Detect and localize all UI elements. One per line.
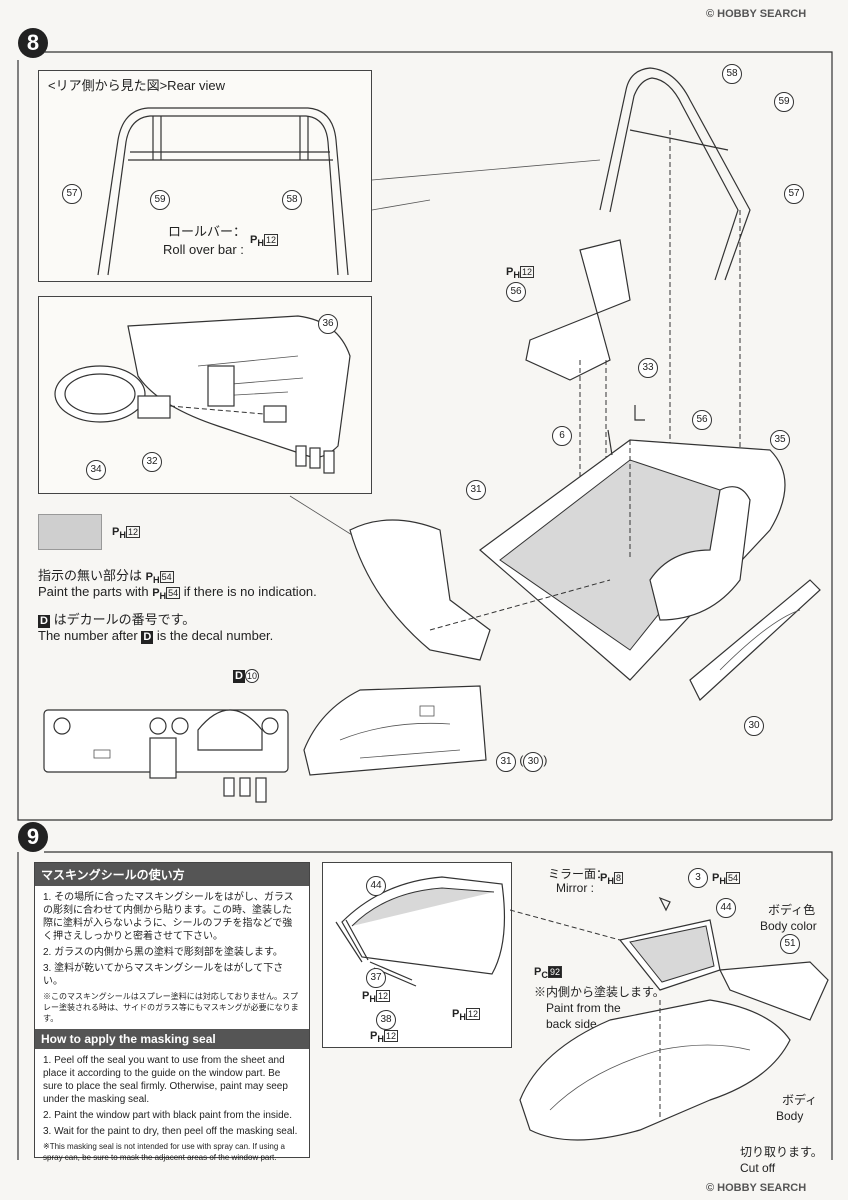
windshield-drawing <box>335 876 506 987</box>
callout-6: 6 <box>552 426 572 446</box>
callout-38: 38 <box>376 1010 396 1030</box>
body-color-en: Body color <box>760 919 817 933</box>
mirror-label-en: Mirror : <box>556 881 594 895</box>
cutoff-label-jp: 切り取ります。 <box>740 1145 823 1159</box>
roll-bar-label-en: Roll over bar : <box>163 242 244 257</box>
body-color-jp: ボディ色 <box>768 903 816 917</box>
callout-31: 31 <box>466 480 486 500</box>
dashboard-drawing <box>54 315 351 474</box>
inner-paint-en-1: Paint from the <box>546 1001 621 1015</box>
watermark-bottom: © HOBBY SEARCH <box>706 1182 807 1194</box>
step-9-number: 9 <box>18 822 48 852</box>
body-drawing <box>510 896 829 1141</box>
callout-58: 58 <box>282 190 302 210</box>
door-panel-drawing <box>303 685 487 776</box>
watermark-top: © HOBBY SEARCH <box>706 8 807 20</box>
masking-jp-note: ※このマスキングシールはスプレー塗料には対応しておりません。スプレー塗装される時… <box>43 992 299 1023</box>
cutoff-label-en: Cut off <box>740 1161 776 1175</box>
note-decal-en: The number after D is the decal number. <box>38 628 274 644</box>
step-8-number: 8 <box>18 28 48 58</box>
paint-swatch <box>38 514 102 550</box>
callout-51: 51 <box>780 934 800 954</box>
rear-view-title: <リア側から見た図>Rear view <box>48 78 225 93</box>
masking-en-step-1: 1. Peel off the seal you want to use fro… <box>43 1055 288 1105</box>
callout-44-window: 44 <box>716 898 736 918</box>
callout-59-main: 59 <box>774 92 794 112</box>
callout-58-main: 58 <box>722 64 742 84</box>
callout-34: 34 <box>86 460 106 480</box>
callout-3: 3 <box>688 868 708 888</box>
inner-paint-en-2: back side. <box>546 1017 601 1031</box>
masking-jp-step-1: 1. その場所に合ったマスキングシールをはがし、ガラスの彫刻に合わせて内側から貼… <box>43 892 294 942</box>
interior-assembly-drawing <box>349 67 821 701</box>
masking-en-step-3: 3. Wait for the paint to dry, then peel … <box>43 1126 298 1137</box>
note-decal-jp: D はデカールの番号です。 <box>38 612 196 628</box>
callout-56-seat: 56 <box>506 282 526 302</box>
callout-36: 36 <box>318 314 338 334</box>
callout-37: 37 <box>366 968 386 988</box>
roll-bar-label-jp: ロールバー： <box>168 224 247 239</box>
body-label-jp: ボディ <box>782 1093 818 1107</box>
rear-view-rollbar-drawing <box>97 107 349 276</box>
callout-44-windshield: 44 <box>366 876 386 896</box>
body-label-en: Body <box>776 1109 804 1123</box>
masking-instructions-panel: マスキングシールの使い方 1. その場所に合ったマスキングシールをはがし、ガラス… <box>34 862 310 1162</box>
callout-59: 59 <box>150 190 170 210</box>
callout-31-30: 31 (30) <box>496 752 547 772</box>
masking-en-step-2: 2. Paint the window part with black pain… <box>43 1110 293 1121</box>
callout-56-second: 56 <box>692 410 712 430</box>
masking-en-note: ※This masking seal is not intended for u… <box>43 1142 285 1162</box>
callout-35: 35 <box>770 430 790 450</box>
callout-33: 33 <box>638 358 658 378</box>
mirror-label-jp: ミラー面： <box>548 867 609 881</box>
masking-title-jp: マスキングシールの使い方 <box>35 863 309 886</box>
masking-jp-step-3: 3. 塗料が乾いてからマスキングシールをはがして下さい。 <box>43 963 284 987</box>
masking-title-en: How to apply the masking seal <box>35 1029 309 1049</box>
masking-jp-step-2: 2. ガラスの内側から黒の塗料で彫刻部を塗装します。 <box>43 947 283 958</box>
rear-view-panel <box>38 70 372 282</box>
callout-57-main: 57 <box>784 184 804 204</box>
inner-paint-jp: ※内側から塗装します。 <box>534 985 665 999</box>
callout-30: 30 <box>744 716 764 736</box>
callout-32: 32 <box>142 452 162 472</box>
callout-57: 57 <box>62 184 82 204</box>
dash-front-view <box>43 709 289 803</box>
